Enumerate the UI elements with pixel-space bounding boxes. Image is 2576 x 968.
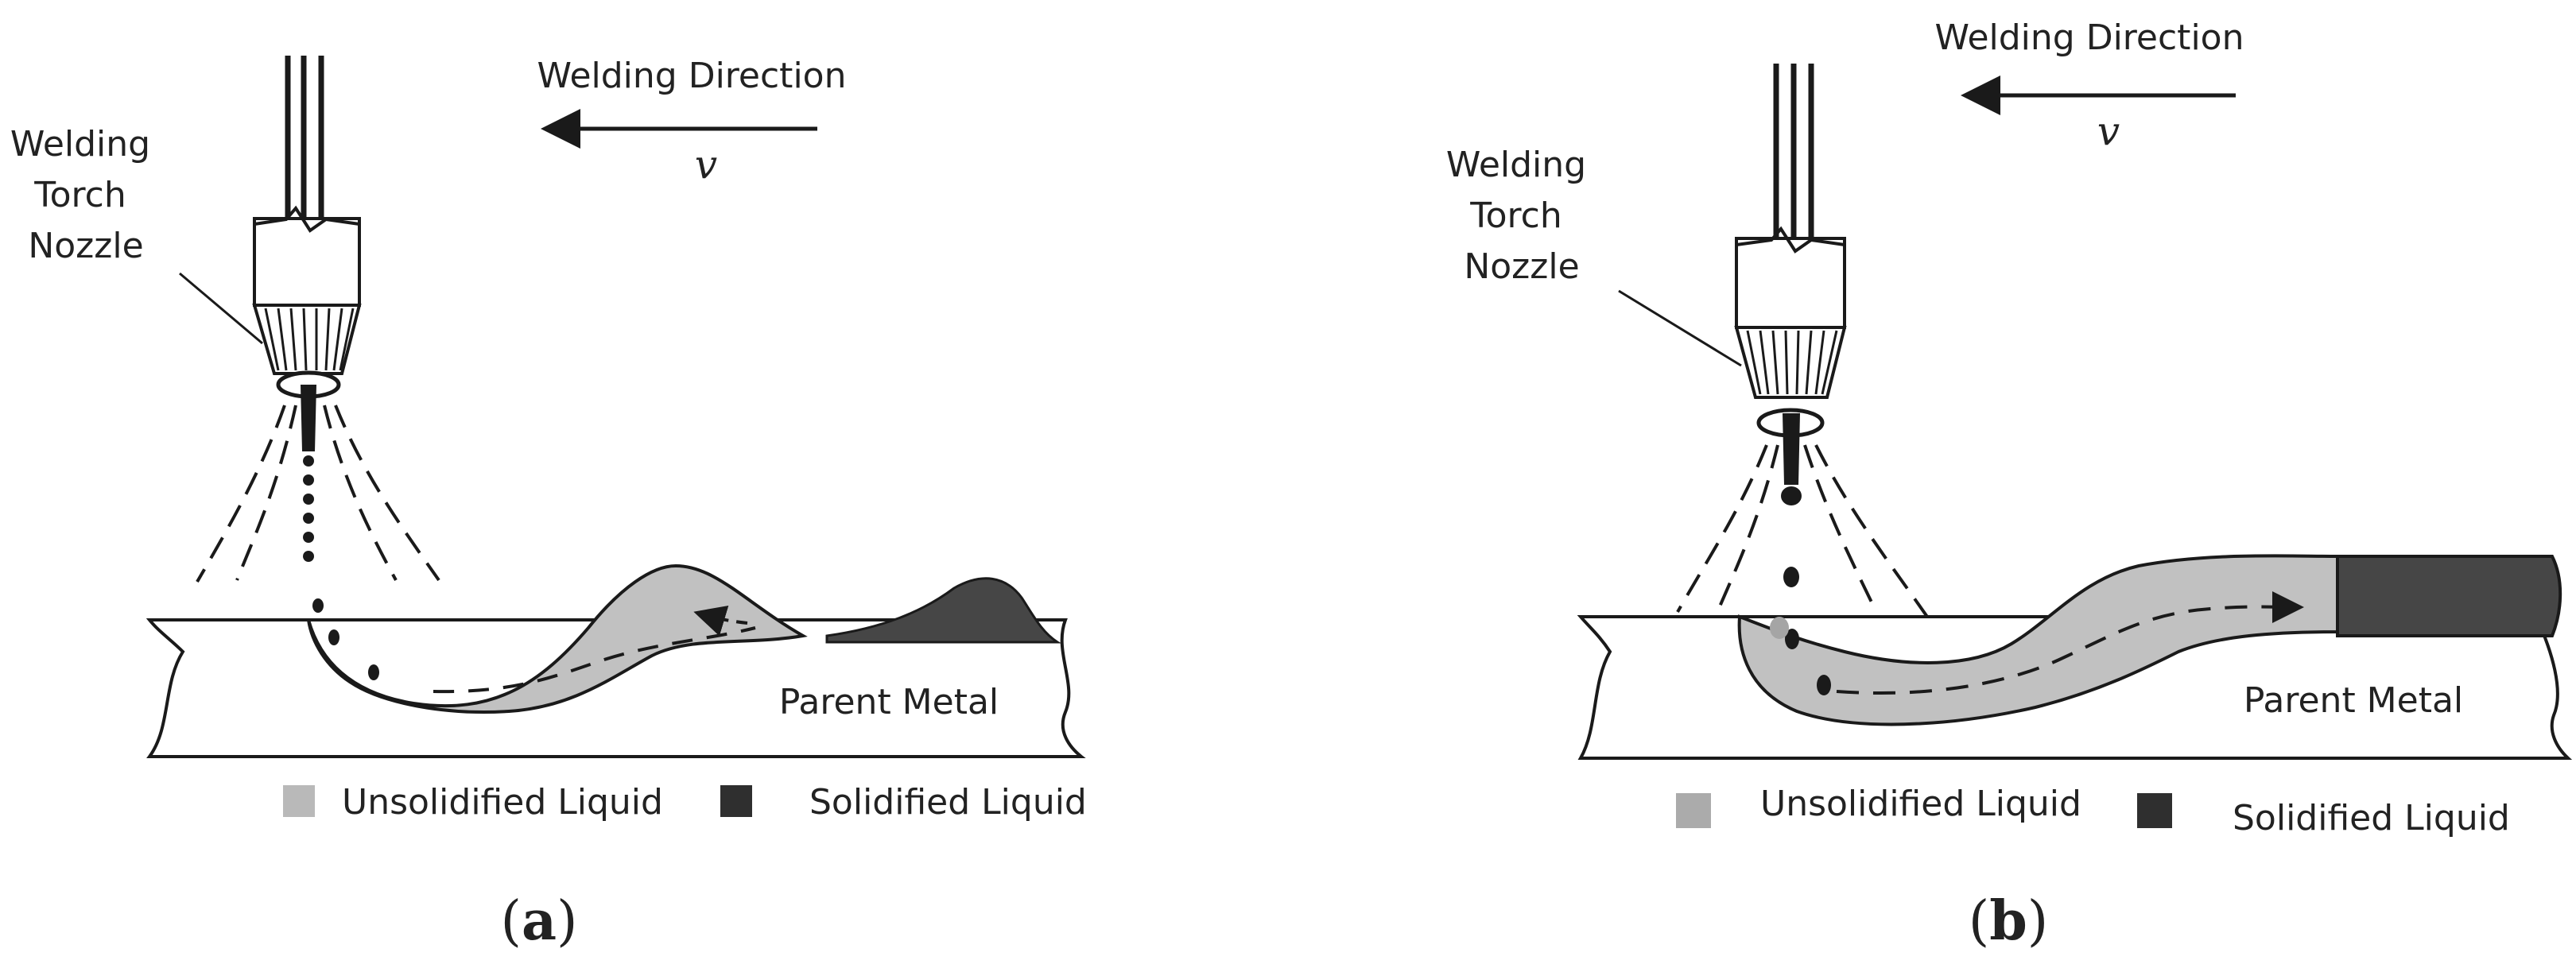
legend-unsolidified-label: Unsolidified Liquid <box>342 782 663 823</box>
nozzle-label-line: Torch <box>33 175 126 215</box>
velocity-symbol: v <box>2097 108 2120 154</box>
velocity-symbol: v <box>695 141 717 188</box>
nozzle-leader-line <box>1618 289 1742 367</box>
legend-solidified-label: Solidified Liquid <box>2233 798 2510 838</box>
nozzle-ribs <box>264 308 355 371</box>
nozzle-label-line: Nozzle <box>28 226 143 266</box>
legend-unsolidified-swatch <box>283 785 315 817</box>
droplet-column <box>303 455 314 562</box>
solidified-liquid-bump <box>825 577 1062 644</box>
droplet <box>328 629 339 645</box>
droplet <box>1785 629 1799 649</box>
solidified-liquid-block <box>2336 555 2562 637</box>
caption-close: ) <box>557 890 578 953</box>
parent-metal-plate <box>145 618 1086 758</box>
nozzle-break <box>1736 226 1845 254</box>
torch-wire <box>285 56 324 224</box>
flow-path-dashed <box>433 626 756 694</box>
nozzle-label: Welding Torch Nozzle <box>1446 145 1597 287</box>
gas-shield-lines <box>1676 444 1929 618</box>
caption-open: ( <box>500 890 522 953</box>
droplet <box>1817 675 1831 695</box>
panel-caption: (a) <box>500 889 577 953</box>
droplet <box>1781 486 1802 505</box>
panel-a: Welding Direction v Welding Torch Nozzle… <box>10 56 1087 953</box>
nozzle-label-line: Torch <box>1469 196 1562 236</box>
welding-direction-label: Welding Direction <box>537 56 847 96</box>
panel-caption: (b) <box>1969 889 2049 953</box>
unsolidified-liquid-pool <box>307 563 808 714</box>
legend-unsolidified-swatch <box>1676 793 1711 828</box>
droplet <box>368 664 379 680</box>
torch-wire <box>1773 64 1814 246</box>
droplet <box>312 598 324 613</box>
parent-metal-label: Parent Metal <box>2244 680 2463 721</box>
nozzle-leader-line <box>179 272 263 345</box>
flow-return-arrow <box>693 606 748 637</box>
parent-metal-label: Parent Metal <box>779 682 999 722</box>
panel-b: Welding Direction v Welding Torch Nozzle… <box>1446 17 2573 953</box>
nozzle-label-line: Welding <box>10 124 150 165</box>
electrode-tip <box>1783 413 1800 485</box>
nozzle-label: Welding Torch Nozzle <box>10 124 161 266</box>
droplet-highlight <box>1770 617 1789 639</box>
legend-solidified-swatch <box>720 785 752 817</box>
droplet <box>1783 567 1799 587</box>
caption-open: ( <box>1969 890 1990 953</box>
torch-nozzle-body <box>1735 237 1846 329</box>
legend-solidified-swatch <box>2137 793 2172 828</box>
nozzle-label-line: Nozzle <box>1464 246 1579 287</box>
flow-path-dashed <box>1836 590 2304 695</box>
legend-unsolidified-label: Unsolidified Liquid <box>1760 784 2081 824</box>
nozzle-break <box>254 205 360 233</box>
nozzle-ribs <box>1746 330 1838 395</box>
legend-solidified-label: Solidified Liquid <box>809 782 1087 823</box>
caption-close: ) <box>2027 890 2049 953</box>
welding-direction-label: Welding Direction <box>1935 17 2244 58</box>
gas-shield-lines <box>196 405 440 583</box>
torch-nozzle-body <box>253 217 361 307</box>
electrode-tip <box>301 385 316 451</box>
caption-letter: b <box>1989 889 2027 953</box>
caption-letter: a <box>522 889 557 953</box>
nozzle-label-line: Welding <box>1446 145 1586 185</box>
